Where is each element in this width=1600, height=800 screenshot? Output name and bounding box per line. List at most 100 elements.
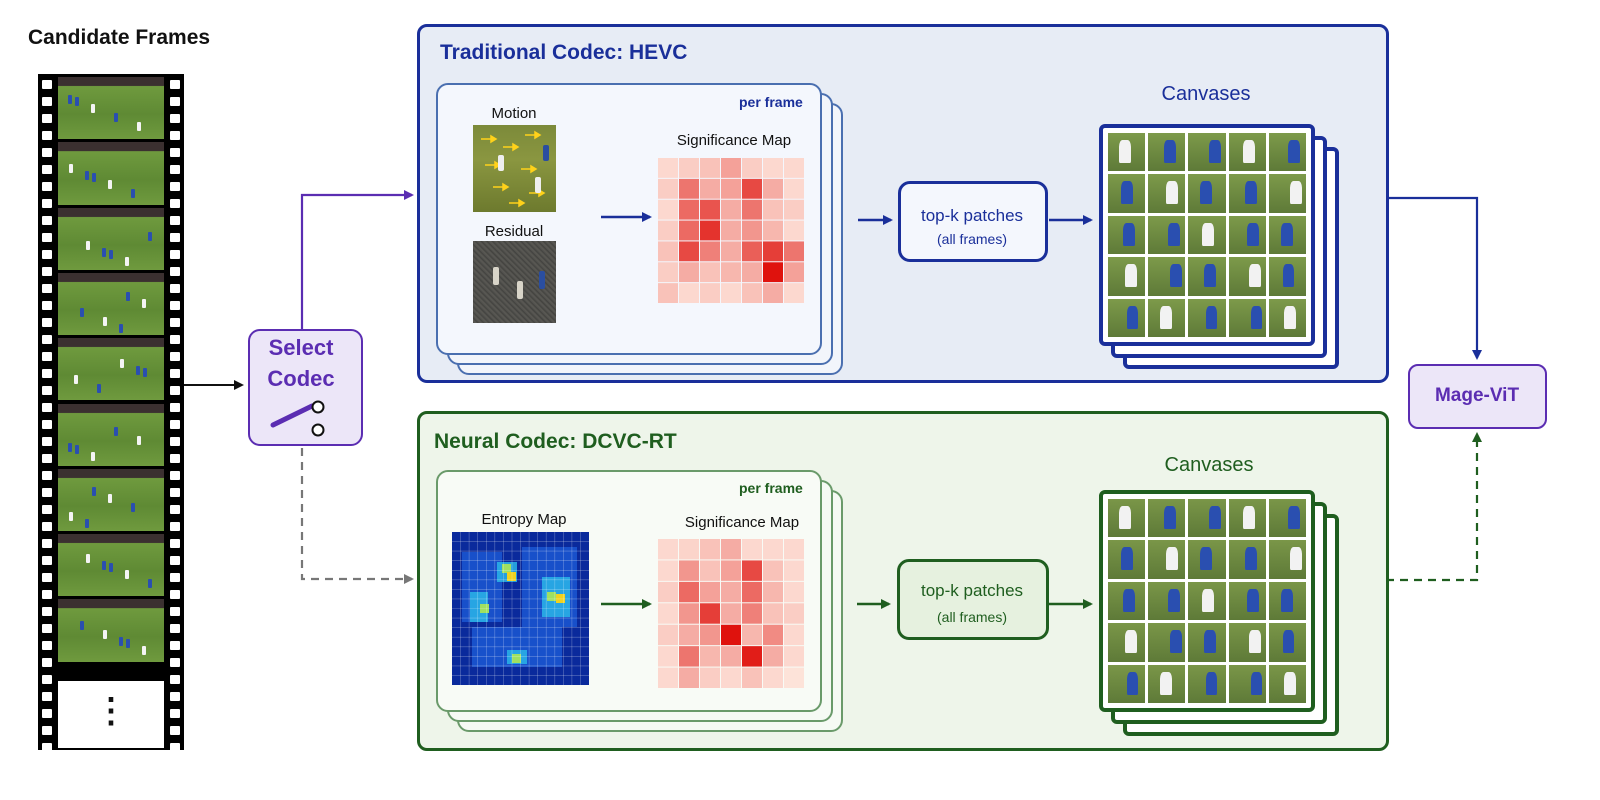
significance-cell [742, 158, 762, 178]
significance-cell [763, 539, 783, 560]
film-perforation [170, 726, 180, 735]
significance-cell [784, 624, 804, 646]
film-perforation [170, 556, 180, 565]
film-perforation [170, 114, 180, 123]
film-perforation [170, 267, 180, 276]
significance-cell [721, 539, 741, 560]
candidate-frame [58, 142, 164, 205]
player-patch [1148, 499, 1186, 538]
player-patch [1188, 215, 1226, 255]
significance-cell [658, 262, 678, 283]
significance-cell [763, 560, 783, 581]
significance-cell [742, 220, 762, 241]
significance-cell [700, 581, 720, 603]
player-patch [1108, 664, 1146, 703]
film-perforation [42, 148, 52, 157]
film-perforation [170, 284, 180, 293]
player-patch [1108, 581, 1146, 621]
candidate-frame [58, 338, 164, 401]
significance-cell [763, 603, 783, 624]
player-patch [1148, 174, 1186, 213]
film-perforation [170, 505, 180, 514]
significance-cell [742, 178, 762, 199]
player-patch [1108, 540, 1146, 579]
film-perforation [42, 97, 52, 106]
player-patch [1268, 664, 1306, 703]
significance-cell [742, 262, 762, 283]
player-patch [1268, 215, 1306, 255]
candidate-frames-label: Candidate Frames [28, 26, 211, 49]
topk-patches-box [897, 559, 1049, 640]
film-perforation [170, 131, 180, 140]
candidate-frame [58, 272, 164, 336]
significance-cell [658, 624, 678, 646]
film-perforation [42, 403, 52, 412]
film-perforation [170, 607, 180, 616]
per-frame-label: per frame [739, 480, 803, 496]
significance-cell [658, 667, 678, 688]
film-strip: ⋮ [38, 74, 184, 752]
film-perforation [170, 301, 180, 310]
significance-cell [700, 262, 720, 283]
film-perforation [42, 726, 52, 735]
significance-cell [721, 667, 741, 688]
film-perforation [170, 692, 180, 701]
film-perforation [170, 709, 180, 718]
film-perforation [42, 505, 52, 514]
film-perforation [42, 709, 52, 718]
player-patch [1148, 581, 1186, 621]
film-perforation [42, 658, 52, 667]
player-patch [1108, 133, 1146, 172]
significance-cell [742, 241, 762, 262]
player-patch [1148, 133, 1186, 172]
film-perforation [170, 488, 180, 497]
significance-cell [679, 646, 699, 667]
significance-cell [742, 560, 762, 581]
player-patch [1268, 257, 1306, 296]
player-patch [1148, 623, 1186, 662]
player-patch [1188, 257, 1226, 296]
film-perforation [170, 352, 180, 361]
player-patch [1228, 581, 1266, 621]
significance-cell [763, 581, 783, 603]
significance-cell [658, 581, 678, 603]
player-patch [1108, 298, 1146, 337]
significance-cell [763, 178, 783, 199]
significance-cell [658, 646, 678, 667]
significance-cell [784, 220, 804, 241]
film-perforation [42, 471, 52, 480]
film-perforation [170, 403, 180, 412]
candidate-frame [58, 77, 164, 140]
significance-cell [679, 241, 699, 262]
residual-label: Residual [484, 223, 544, 240]
film-perforation [170, 675, 180, 684]
film-perforation [42, 335, 52, 344]
film-perforation [42, 607, 52, 616]
significance-map-label: Significance Map [684, 514, 800, 531]
film-perforation [42, 420, 52, 429]
film-perforation [42, 539, 52, 548]
film-perforation [42, 199, 52, 208]
player-patch [1188, 298, 1226, 337]
film-perforation [42, 624, 52, 633]
film-perforation [170, 658, 180, 667]
film-perforation [170, 335, 180, 344]
select-codec-label: Codec [267, 366, 335, 391]
film-perforation [42, 250, 52, 259]
film-perforation [42, 233, 52, 242]
significance-cell [784, 262, 804, 283]
significance-cell [700, 199, 720, 220]
significance-cell [700, 646, 720, 667]
player-patch [1188, 540, 1226, 579]
player-patch [1228, 133, 1266, 172]
film-perforation [42, 216, 52, 225]
significance-cell [721, 646, 741, 667]
significance-cell [721, 560, 741, 581]
arrow [1386, 196, 1482, 360]
film-perforation [42, 641, 52, 650]
player-patch [1108, 257, 1146, 296]
player-patch [1188, 664, 1226, 703]
player-patch [1148, 298, 1186, 337]
significance-cell [721, 581, 741, 603]
player-patch [1148, 664, 1186, 703]
